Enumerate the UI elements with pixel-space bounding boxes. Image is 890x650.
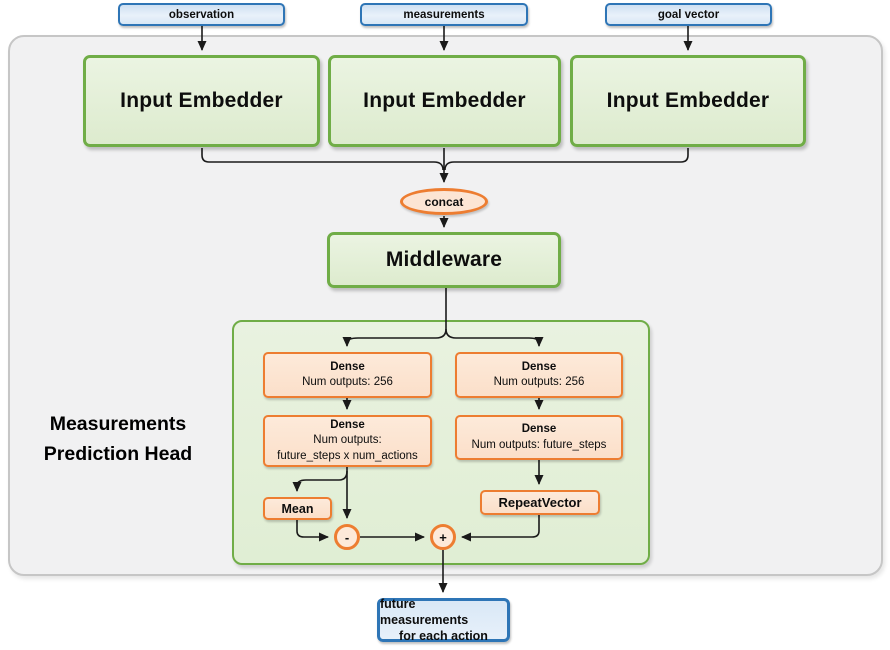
merge-line-right xyxy=(444,148,689,171)
prediction-head-title-line2: Prediction Head xyxy=(43,443,193,465)
dense-right-1-subtitle: Num outputs: 256 xyxy=(493,376,585,388)
mean-box: Mean xyxy=(263,497,332,520)
dense-left-2-subtitle2: future_steps x num_actions xyxy=(277,449,418,462)
input-embedder-3: Input Embedder xyxy=(570,55,806,147)
dense-right-1: Dense Num outputs: 256 xyxy=(455,352,623,398)
dense-left-2-title: Dense xyxy=(330,418,365,431)
dense-left-2-subtitle: Num outputs: xyxy=(313,434,382,447)
dense-left-2: Dense Num outputs: future_steps x num_ac… xyxy=(263,415,432,467)
dense-right-1-title: Dense xyxy=(521,360,557,373)
middleware-box: Middleware xyxy=(327,232,561,288)
dense-left-1-title: Dense xyxy=(330,360,365,373)
input-box-measurements: measurements xyxy=(360,3,528,26)
input-box-goal-vector: goal vector xyxy=(605,3,772,26)
dense-right-2-title: Dense xyxy=(521,423,557,435)
repeat-vector-box: RepeatVector xyxy=(480,490,600,515)
add-node: + xyxy=(430,524,456,550)
arrow-repeat-to-plus xyxy=(461,515,540,542)
dense-right-2: Dense Num outputs: future_steps xyxy=(455,415,623,460)
arrow-branch-right xyxy=(445,328,544,347)
output-box-line1: future measurements xyxy=(380,597,469,627)
dense-left-1-subtitle: Num outputs: 256 xyxy=(302,376,393,388)
arrow-branch-to-mean xyxy=(292,470,348,492)
subtract-node: - xyxy=(334,524,360,550)
prediction-head-title: Measurements Prediction Head xyxy=(12,409,224,469)
dense-left-1: Dense Num outputs: 256 xyxy=(263,352,432,398)
input-box-observation: observation xyxy=(118,3,285,26)
merge-line-left xyxy=(201,148,444,171)
concat-node: concat xyxy=(400,188,488,215)
prediction-head-title-line1: Measurements xyxy=(49,413,187,435)
arrow-mean-to-minus xyxy=(296,520,329,542)
input-embedder-1: Input Embedder xyxy=(83,55,320,147)
arrow-branch-left xyxy=(342,328,447,347)
dense-right-2-subtitle: Num outputs: future_steps xyxy=(471,438,607,451)
input-embedder-2: Input Embedder xyxy=(328,55,561,147)
output-box-future-measurements: future measurements for each action xyxy=(377,597,510,643)
output-box-line2: for each action xyxy=(399,629,488,643)
